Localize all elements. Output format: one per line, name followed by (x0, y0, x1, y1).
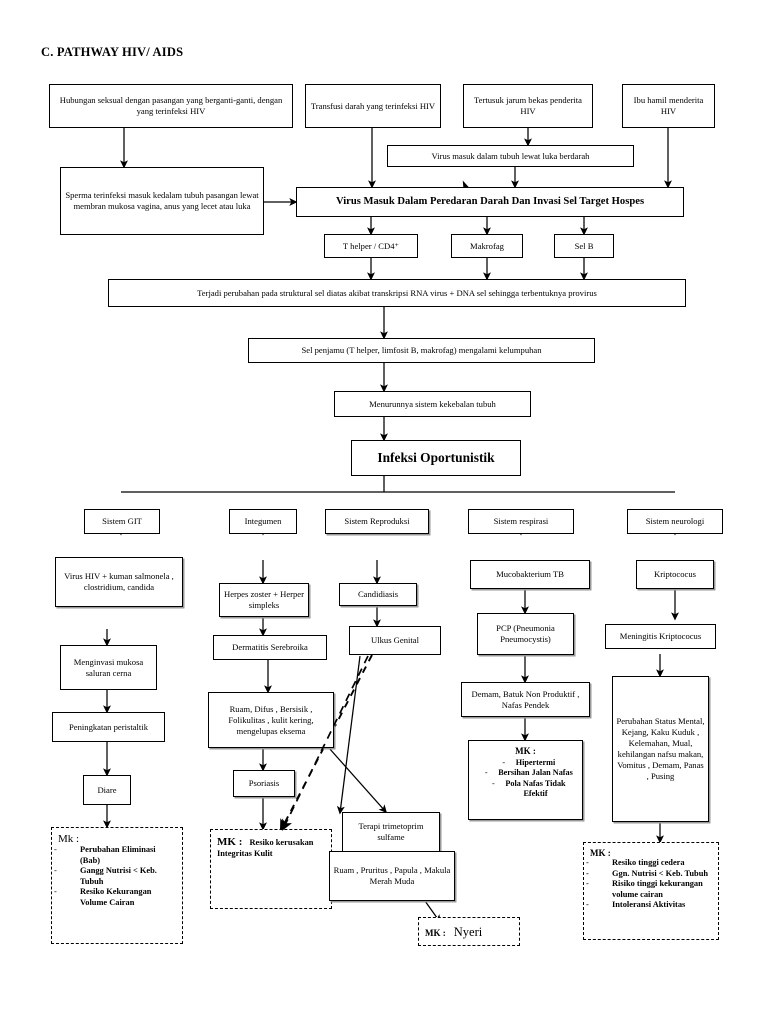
list-item: -Hipertermi (502, 757, 556, 767)
node-provirus-formation: Terjadi perubahan pada struktural sel di… (108, 279, 686, 307)
node-virus-enters-wound: Virus masuk dalam tubuh lewat luka berda… (387, 145, 634, 167)
sys-box-git: Sistem GIT (84, 509, 160, 534)
neurologi-diagnosis-header: MK : (590, 848, 611, 858)
neurologi-diagnosis-list: Resiko tinggi cedera Ggn. Nutrisi < Keb.… (590, 858, 712, 911)
respirasi-diagnosis-box: MK : -Hipertermi -Bersihan Jalan Nafas -… (468, 740, 583, 820)
integumen-node-psoriasis: Psoriasis (233, 770, 295, 797)
sys-box-neurologi: Sistem neurologi (627, 509, 723, 534)
source-box-sexual-contact: Hubungan seksual dengan pasangan yang be… (49, 84, 293, 128)
neurologi-diagnosis-box: MK : Resiko tinggi cedera Ggn. Nutrisi <… (583, 842, 719, 940)
sys-box-reproduksi: Sistem Reproduksi (325, 509, 429, 534)
source-box-blood-transfusion: Transfusi darah yang terinfeksi HIV (305, 84, 441, 128)
sys-box-integumen: Integumen (229, 509, 297, 534)
node-b-cell: Sel B (554, 234, 614, 258)
git-diagnosis-box: Mk : Perubahan Eliminasi (Bab) Gangg Nut… (51, 827, 183, 944)
integumen-node-dermatitis: Dermatitis Serebroika (213, 635, 327, 660)
list-item: Risiko tinggi kekurangan volume cairan (590, 879, 712, 900)
respirasi-node-pcp: PCP (Pneumonia Pneumocystis) (477, 613, 574, 655)
node-immune-decline: Menurunnya sistem kekebalan tubuh (334, 391, 531, 417)
list-item: Gangg Nutrisi < Keb. Tubuh (58, 866, 176, 887)
respirasi-node-tb: Mucobakterium TB (470, 560, 590, 589)
integumen-node-rash: Ruam, Difus , Bersisik , Folikulitas , k… (208, 692, 334, 748)
node-opportunistic-infection: Infeksi Oportunistik (351, 440, 521, 476)
git-node-peristalsis: Peningkatan peristaltik (52, 712, 165, 742)
node-virus-bloodstream: Virus Masuk Dalam Peredaran Darah Dan In… (296, 187, 684, 217)
reproduksi-diagnosis-text: Nyeri (453, 924, 483, 939)
node-macrophage: Makrofag (451, 234, 523, 258)
integumen-diagnosis-header: MK : (217, 836, 243, 848)
integumen-diagnosis-box: MK : Resiko kerusakan Integritas Kulit (210, 829, 332, 909)
source-box-needle-stick: Tertusuk jarum bekas penderita HIV (463, 84, 593, 128)
git-diagnosis-list: Perubahan Eliminasi (Bab) Gangg Nutrisi … (58, 845, 176, 908)
node-t-helper-cd4: T helper / CD4⁺ (324, 234, 418, 258)
neurologi-node-symptoms: Perubahan Status Mental, Kejang, Kaku Ku… (612, 676, 709, 822)
integumen-diagnosis-text: Resiko kerusakan Integritas Kulit (217, 838, 314, 859)
reproduksi-node-genital-ulcer: Ulkus Genital (349, 626, 441, 655)
list-item: Perubahan Eliminasi (Bab) (58, 845, 176, 866)
respirasi-diagnosis-list: -Hipertermi -Bersihan Jalan Nafas -Pola … (475, 758, 576, 801)
git-node-pathogens: Virus HIV + kuman salmonela , clostridiu… (55, 557, 183, 607)
reproduksi-node-rash: Ruam , Pruritus , Papula , Makula Merah … (329, 851, 455, 901)
git-node-mucosa-invasion: Menginvasi mukosa saluran cerna (60, 645, 157, 690)
list-item: -Pola Nafas Tidak Efektif (492, 778, 566, 799)
list-item: Resiko tinggi cedera (590, 858, 712, 869)
node-host-cell-paralysis: Sel penjamu (T helper, limfosit B, makro… (248, 338, 595, 363)
reproduksi-diagnosis-header: MK : (425, 927, 446, 938)
source-box-pregnant-mother: Ibu hamil menderita HIV (622, 84, 715, 128)
list-item: -Bersihan Jalan Nafas (484, 768, 573, 778)
sys-box-respirasi: Sistem respirasi (468, 509, 574, 534)
page-title: C. PATHWAY HIV/ AIDS (41, 45, 184, 59)
node-sperm-entry: Sperma terinfeksi masuk kedalam tubuh pa… (60, 167, 264, 235)
respirasi-node-symptoms: Demam, Batuk Non Produktif , Nafas Pende… (461, 682, 590, 717)
integumen-node-herpes: Herpes zoster + Herper simpleks (219, 583, 309, 617)
reproduksi-node-therapy: Terapi trimetoprim sulfame (342, 812, 440, 852)
reproduksi-node-candidiasis: Candidiasis (339, 583, 417, 606)
neurologi-node-cryptococcus: Kriptococus (636, 560, 714, 589)
neurologi-node-meningitis: Meningitis Kriptococus (605, 624, 716, 649)
git-diagnosis-header: Mk : (58, 833, 80, 845)
list-item: Intoleransi Aktivitas (590, 900, 712, 911)
reproduksi-diagnosis-box: MK : Nyeri (418, 917, 520, 946)
list-item: Ggn. Nutrisi < Keb. Tubuh (590, 869, 712, 880)
git-node-diarrhea: Diare (83, 775, 131, 805)
list-item: Resiko Kekurangan Volume Cairan (58, 887, 176, 908)
respirasi-diagnosis-header: MK : (515, 746, 536, 756)
